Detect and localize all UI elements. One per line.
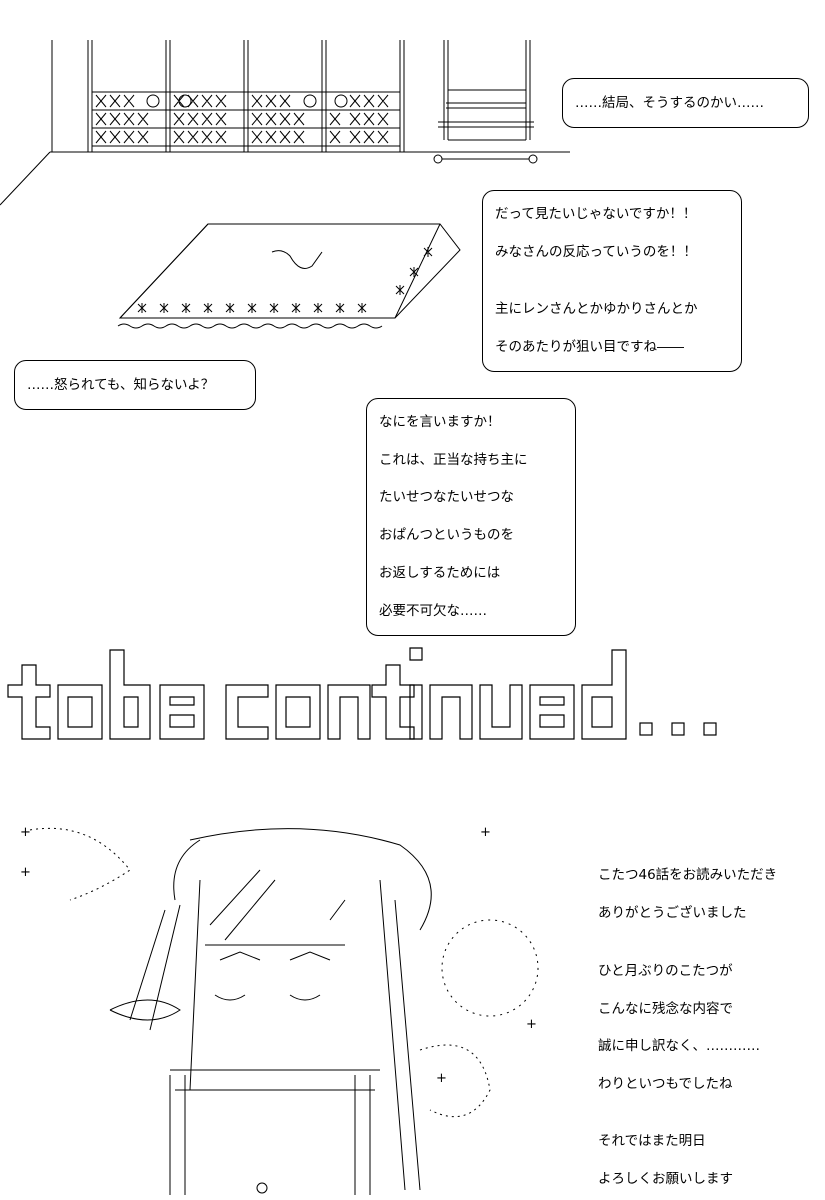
bubble-4-line-6: 必要不可欠な…… bbox=[379, 603, 487, 619]
bubble-2-line-3: 主にレンさんとかゆかりさんとか bbox=[495, 301, 698, 317]
closing-note-4: こんなに残念な内容で bbox=[598, 1001, 733, 1017]
speech-bubble-2: だって見たいじゃないですか！！ みなさんの反応っていうのを！！ 主にレンさんとか… bbox=[482, 190, 742, 372]
speech-bubble-3: ……怒られても、知らないよ？ bbox=[14, 360, 256, 410]
svg-text:+: + bbox=[480, 825, 491, 840]
bubble-2-line-2: みなさんの反応っていうのを！！ bbox=[495, 244, 697, 260]
closing-note-7: それではまた明日 bbox=[598, 1133, 706, 1149]
speech-bubble-4: なにを言いますか！ これは、正当な持ち主に たいせつなたいせつな おぱんつという… bbox=[366, 398, 576, 636]
bubble-2-line-1: だって見たいじゃないですか！！ bbox=[495, 206, 697, 222]
closing-note-2: ありがとうございました bbox=[598, 905, 747, 921]
closing-note-5: 誠に申し訳なく、………… bbox=[598, 1038, 760, 1054]
bubble-1-line-1: ……結局、そうするのかい…… bbox=[575, 95, 764, 111]
bubble-4-line-5: お返しするためには bbox=[379, 565, 501, 581]
character-art: + + + + + bbox=[20, 825, 539, 1195]
closing-note-1: こたつ46話をお読みいただき bbox=[598, 867, 778, 883]
svg-text:+: + bbox=[20, 825, 31, 840]
closing-note-3: ひと月ぶりのこたつが bbox=[598, 963, 733, 979]
banner-art bbox=[7, 647, 717, 740]
closing-note-6: わりといつもでしたね bbox=[598, 1076, 733, 1092]
bubble-4-line-3: たいせつなたいせつな bbox=[379, 489, 514, 505]
bubble-2-line-4: そのあたりが狙い目ですね―― bbox=[495, 339, 684, 355]
bubble-4-line-4: おぱんつというものを bbox=[379, 527, 514, 543]
svg-text:+: + bbox=[436, 1071, 447, 1086]
closing-note-8: よろしくお願いします bbox=[598, 1171, 733, 1187]
speech-bubble-1: ……結局、そうするのかい…… bbox=[562, 78, 809, 128]
svg-text:+: + bbox=[526, 1017, 537, 1032]
window-lattice-art bbox=[0, 40, 570, 206]
kotatsu-art bbox=[117, 223, 461, 329]
bubble-3-line-1: ……怒られても、知らないよ？ bbox=[27, 377, 215, 393]
bubble-4-line-1: なにを言いますか！ bbox=[379, 414, 501, 430]
continued-banner-text: to be continued... bbox=[6, 745, 104, 758]
svg-text:+: + bbox=[20, 865, 31, 880]
bubble-4-line-2: これは、正当な持ち主に bbox=[379, 452, 528, 468]
